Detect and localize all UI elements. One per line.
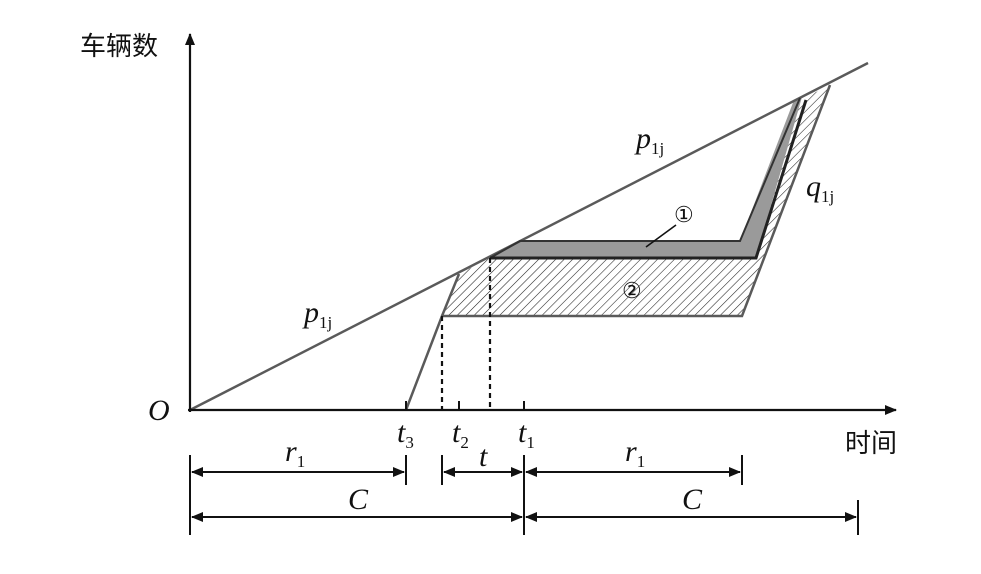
- discharge-curve-t3: [404, 84, 832, 411]
- origin-label: O: [148, 394, 170, 427]
- interval-label-r1-right: r1: [625, 435, 645, 471]
- y-axis-title: 车辆数: [80, 32, 158, 62]
- interval-label-c-left: C: [348, 483, 369, 516]
- interval-label-c-right: C: [682, 483, 703, 516]
- tick-label-t2: t2: [452, 416, 469, 452]
- tick-label-t3: t3: [397, 416, 414, 452]
- discharge-curve-t2: [440, 273, 461, 317]
- region-1-label: ①: [674, 202, 694, 227]
- interval-label-r1-left: r1: [285, 435, 305, 471]
- region-2-label: ②: [622, 278, 642, 303]
- region-2-top-edge: [490, 99, 808, 260]
- region-1-outline: [489, 97, 801, 259]
- region-1-leader-line: [645, 224, 677, 248]
- label-p1j-lower: p1j: [302, 296, 332, 332]
- tick-label-t1: t1: [518, 416, 535, 452]
- label-q1j: q1j: [806, 170, 834, 206]
- x-axis-title: 时间: [845, 429, 897, 459]
- arrival-line-upper: [189, 61, 869, 412]
- interval-label-t: t: [479, 440, 488, 473]
- label-p1j-upper: p1j: [634, 122, 664, 158]
